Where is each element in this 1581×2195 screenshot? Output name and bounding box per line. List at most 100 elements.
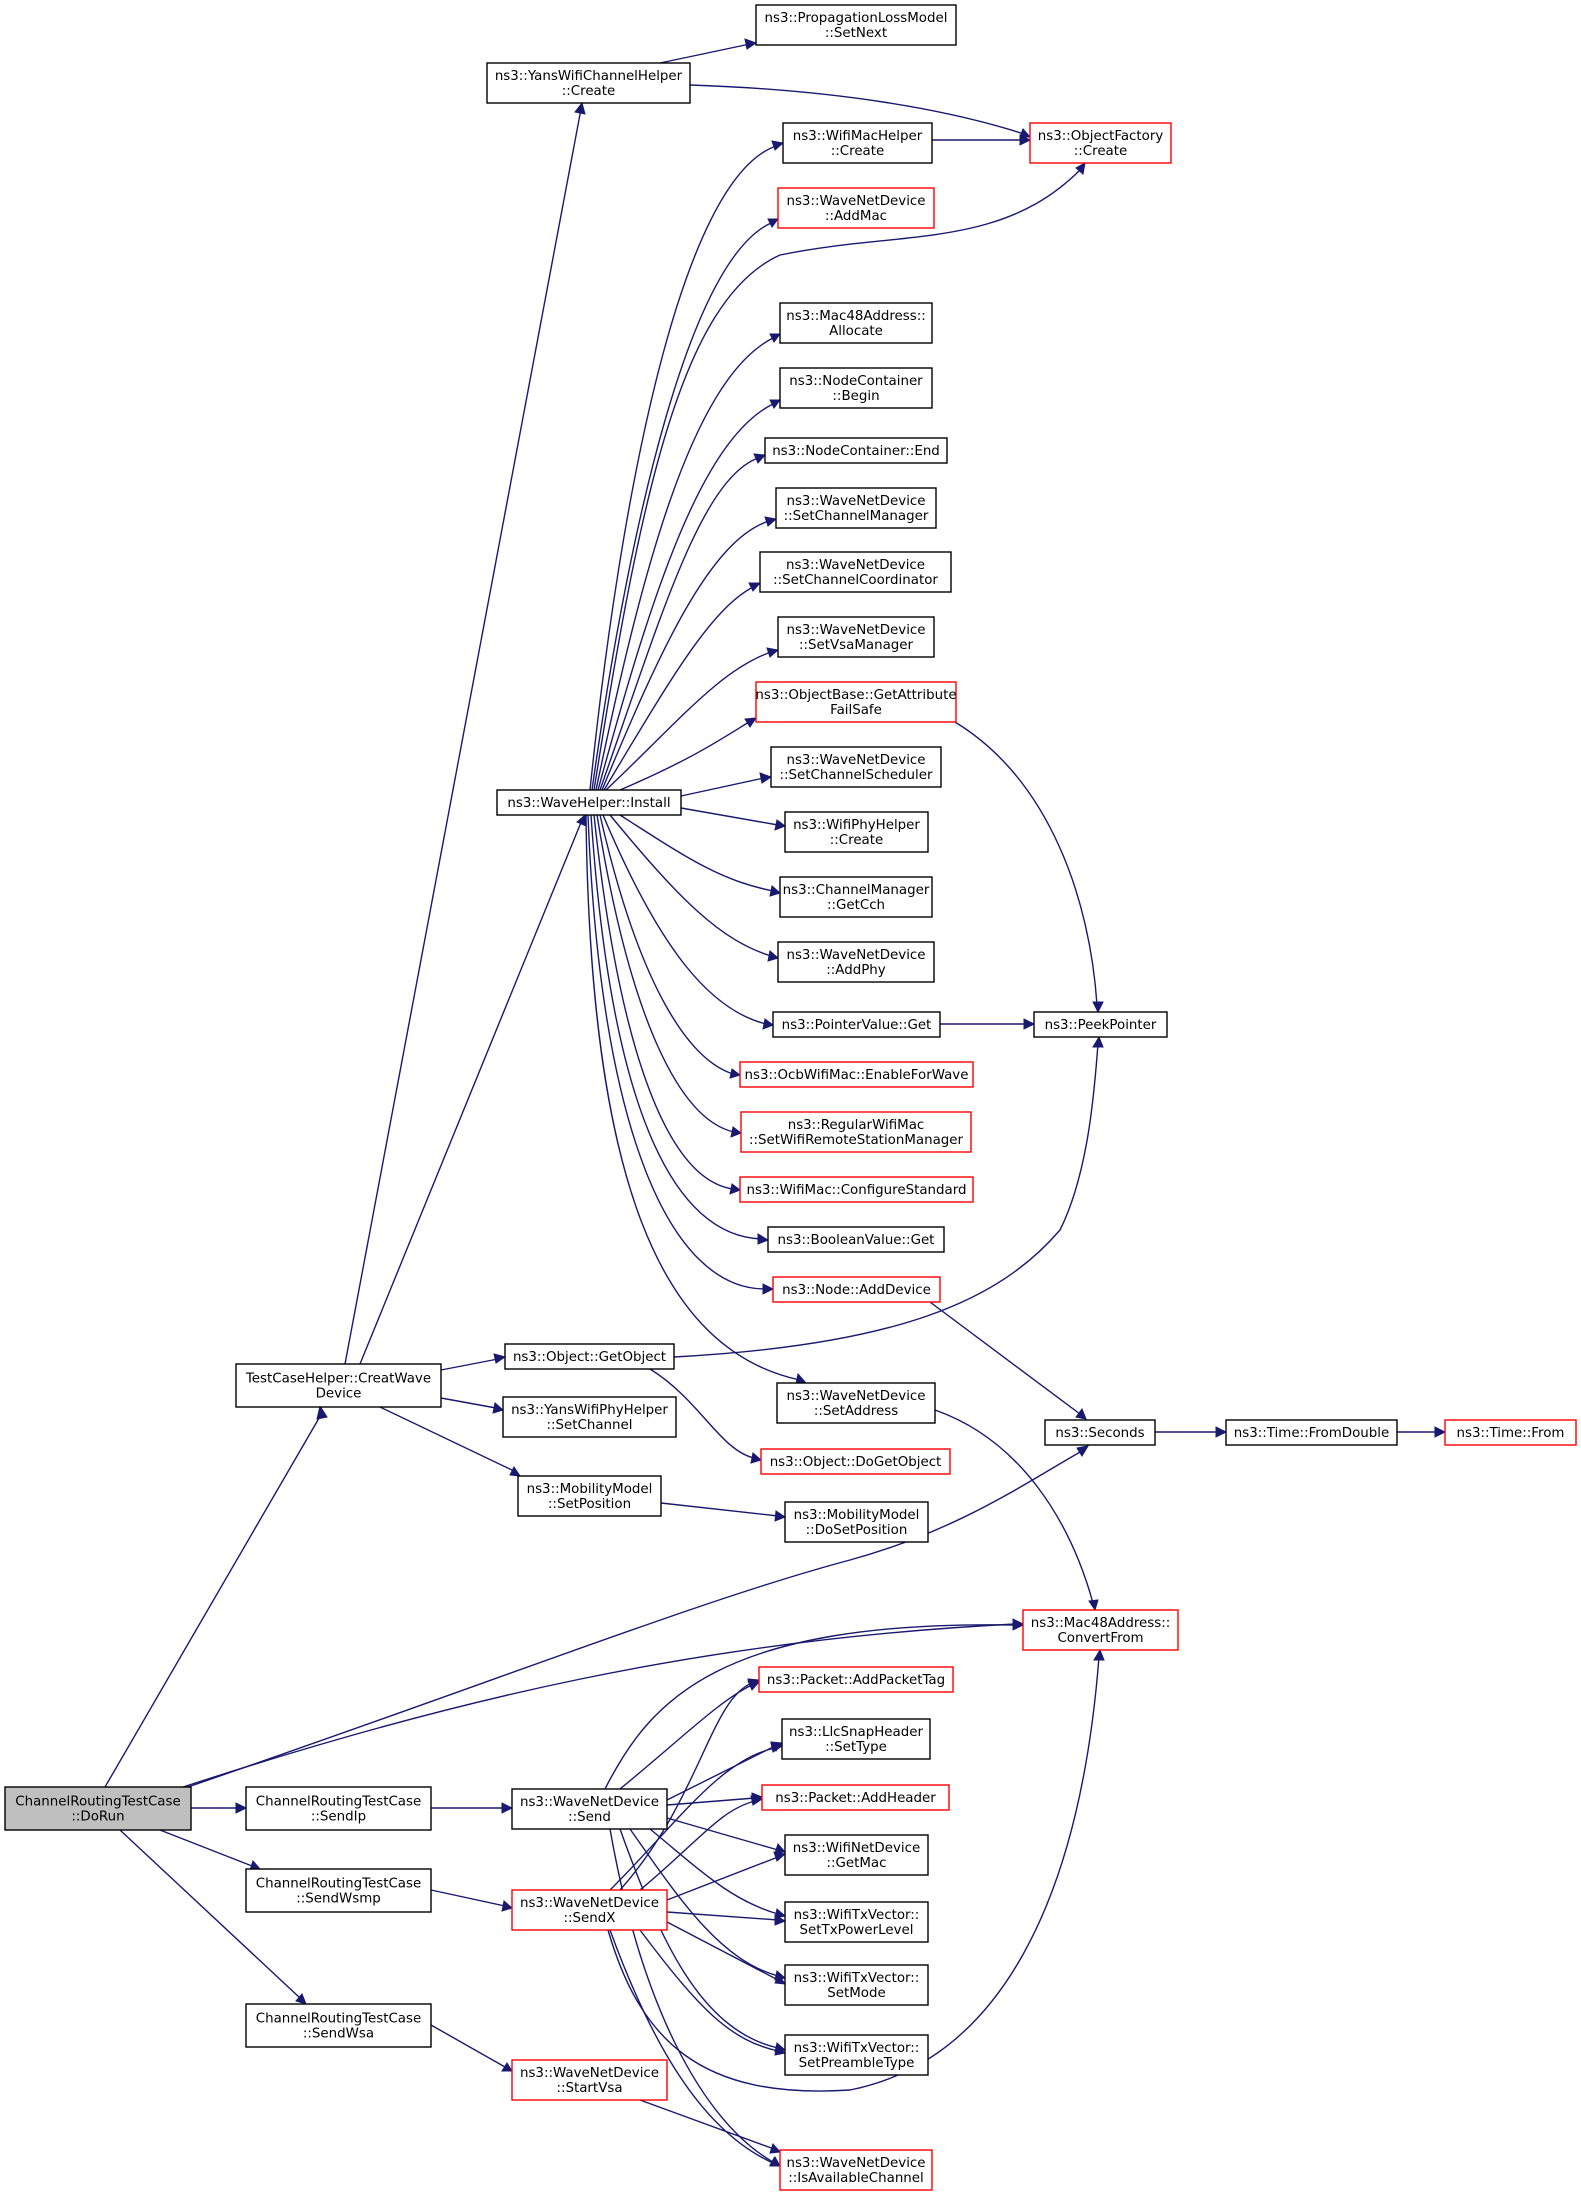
node-getcch[interactable]: ns3::ChannelManager::GetCch: [779, 876, 933, 918]
edge-line: [660, 1502, 779, 1517]
node-setchsched[interactable]: ns3::WaveNetDevice::SetChannelScheduler: [770, 746, 942, 788]
node-label: ::Send: [568, 1810, 611, 1825]
node-label: ns3::NodeContainer: [789, 374, 923, 389]
node-mmdosetpos[interactable]: ns3::MobilityModel::DoSetPosition: [784, 1501, 929, 1543]
node-setmode[interactable]: ns3::WifiTxVector::SetMode: [784, 1964, 929, 2006]
node-wifiphycreate[interactable]: ns3::WifiPhyHelper::Create: [784, 811, 929, 853]
node-label: ns3::Seconds: [1055, 1426, 1144, 1441]
node-dogetobject[interactable]: ns3::Object::DoGetObject: [760, 1448, 951, 1475]
node-peekpointer[interactable]: ns3::PeekPointer: [1033, 1011, 1168, 1038]
node-getobject[interactable]: ns3::Object::GetObject: [504, 1343, 675, 1370]
node-label: ::SetChannel: [547, 1418, 633, 1433]
arrowhead-icon: [774, 1908, 787, 1919]
node-setchcoord[interactable]: ns3::WaveNetDevice::SetChannelCoordinato…: [759, 551, 952, 593]
node-box: [486, 62, 691, 104]
arrowhead-icon: [762, 1018, 775, 1030]
edge-line: [595, 337, 774, 791]
node-wndsend[interactable]: ns3::WaveNetDevice::Send: [511, 1788, 668, 1830]
edge-install-ncend: [599, 453, 767, 791]
edge-line: [379, 1406, 515, 1472]
node-setchmgr[interactable]: ns3::WaveNetDevice::SetChannelManager: [775, 487, 937, 529]
edge-startvsa-isavail: [639, 2099, 782, 2154]
node-label: ns3::Node::AddDevice: [782, 1283, 931, 1298]
node-wavehelperinstall[interactable]: ns3::WaveHelper::Install: [496, 789, 682, 816]
edge-line: [673, 1043, 1099, 1358]
edge-seconds-fromdouble: [1155, 1426, 1228, 1438]
node-label: ns3::Object::DoGetObject: [770, 1455, 942, 1470]
node-fromdouble[interactable]: ns3::Time::FromDouble: [1225, 1419, 1398, 1446]
node-isavail[interactable]: ns3::WaveNetDevice::IsAvailableChannel: [779, 2149, 933, 2191]
node-configstd[interactable]: ns3::WifiMac::ConfigureStandard: [739, 1176, 974, 1203]
edge-line: [666, 1797, 756, 1806]
edge-line: [119, 1829, 301, 1999]
arrowhead-icon: [1092, 1035, 1104, 1048]
edge-install-enableforwave: [599, 814, 742, 1079]
node-label: ns3::WifiMac::ConfigureStandard: [746, 1183, 966, 1198]
node-setaddress[interactable]: ns3::WaveNetDevice::SetAddress: [776, 1382, 936, 1424]
arrowhead-icon: [747, 1678, 761, 1689]
node-pvget[interactable]: ns3::PointerValue::Get: [772, 1011, 941, 1038]
edge-sendx-addpackettag: [619, 1678, 761, 1891]
edge-mmsetpos-mmdosetpos: [660, 1502, 787, 1522]
node-seconds[interactable]: ns3::Seconds: [1044, 1419, 1156, 1446]
edge-line: [607, 1656, 1100, 2092]
node-sendip[interactable]: ChannelRoutingTestCase::SendIp: [245, 1786, 432, 1831]
arrowhead-icon: [492, 1402, 505, 1414]
node-yanschcreate[interactable]: ns3::YansWifiChannelHelper::Create: [486, 62, 691, 104]
node-objfactory[interactable]: ns3::ObjectFactory::Create: [1029, 122, 1172, 164]
node-setwifirsm[interactable]: ns3::RegularWifiMac::SetWifiRemoteStatio…: [740, 1111, 972, 1153]
node-addmac[interactable]: ns3::WaveNetDevice::AddMac: [777, 187, 935, 229]
node-addpackettag[interactable]: ns3::Packet::AddPacketTag: [758, 1666, 954, 1693]
node-setvsamgr[interactable]: ns3::WaveNetDevice::SetVsaManager: [777, 616, 935, 658]
node-bvget[interactable]: ns3::BooleanValue::Get: [767, 1226, 945, 1253]
edge-line: [604, 1624, 1016, 1790]
edge-line: [666, 1745, 776, 1801]
node-box: [784, 2034, 929, 2076]
edge-creatwave-getobject: [440, 1353, 507, 1371]
node-ncend[interactable]: ns3::NodeContainer::End: [764, 437, 948, 464]
node-enableforwave[interactable]: ns3::OcbWifiMac::EnableForWave: [739, 1061, 974, 1088]
node-box: [781, 1718, 931, 1760]
node-label: ns3::BooleanValue::Get: [778, 1233, 935, 1248]
call-edges: [104, 38, 1447, 2167]
arrowhead-icon: [509, 1466, 522, 1477]
node-label: ns3::WifiPhyHelper: [793, 818, 920, 833]
node-mac48alloc[interactable]: ns3::Mac48Address::Allocate: [779, 302, 933, 344]
node-wifigetmac[interactable]: ns3::WifiNetDevice::GetMac: [784, 1834, 929, 1876]
node-addheader[interactable]: ns3::Packet::AddHeader: [761, 1784, 950, 1811]
node-nodeadddev[interactable]: ns3::Node::AddDevice: [772, 1276, 941, 1303]
node-mac48conv[interactable]: ns3::Mac48Address::ConvertFrom: [1022, 1609, 1179, 1651]
node-ncbegin[interactable]: ns3::NodeContainer::Begin: [779, 367, 933, 409]
node-box: [777, 941, 935, 983]
edge-creatwave-yansphy: [440, 1397, 505, 1414]
edge-install-getattrfs: [619, 717, 757, 791]
edge-sendx-setmode: [666, 1921, 787, 1985]
arrowhead-icon: [1075, 1407, 1087, 1420]
node-setpreamble[interactable]: ns3::WifiTxVector::SetPreambleType: [784, 2034, 929, 2076]
node-addphy[interactable]: ns3::WaveNetDevice::AddPhy: [777, 941, 935, 983]
edge-line: [603, 586, 754, 791]
node-yansphysetch[interactable]: ns3::YansWifiPhyHelper::SetChannel: [502, 1396, 677, 1438]
arrowhead-icon: [1092, 1001, 1104, 1014]
node-label: ::SendWsmp: [296, 1892, 381, 1907]
node-label: ::StartVsa: [556, 2081, 622, 2096]
edge-install-nodeadddev: [587, 814, 775, 1295]
node-box: [759, 551, 952, 593]
node-startvsa[interactable]: ns3::WaveNetDevice::StartVsa: [511, 2059, 668, 2101]
edge-dorun-creatwave: [104, 1404, 328, 1788]
node-wifimachelper[interactable]: ns3::WifiMacHelper::Create: [782, 122, 933, 164]
node-llcsettype[interactable]: ns3::LlcSnapHeader::SetType: [781, 1718, 931, 1760]
node-label: ns3::ObjectFactory: [1038, 129, 1164, 144]
edge-line: [591, 222, 772, 791]
node-propnext[interactable]: ns3::PropagationLossModel::SetNext: [755, 4, 957, 46]
node-mmsetpos[interactable]: ns3::MobilityModel::SetPosition: [517, 1475, 662, 1517]
arrowhead-icon: [729, 1068, 742, 1079]
node-sendwsmp[interactable]: ChannelRoutingTestCase::SendWsmp: [245, 1868, 432, 1913]
node-timefrom[interactable]: ns3::Time::From: [1444, 1419, 1577, 1446]
node-settxpower[interactable]: ns3::WifiTxVector::SetTxPowerLevel: [784, 1901, 929, 1943]
arrowhead-icon: [730, 1126, 743, 1138]
node-sendx[interactable]: ns3::WaveNetDevice::SendX: [511, 1889, 668, 1931]
node-sendwsa[interactable]: ChannelRoutingTestCase::SendWsa: [245, 2003, 432, 2048]
